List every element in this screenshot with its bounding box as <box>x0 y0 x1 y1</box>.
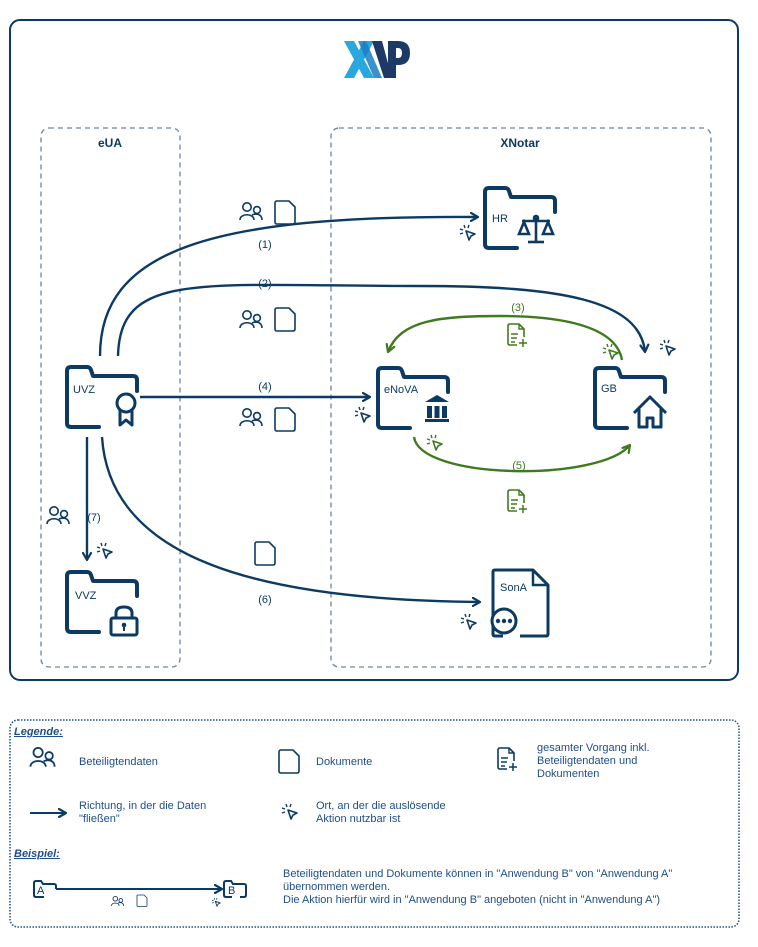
flow-label-5: (5) <box>512 460 525 472</box>
house-icon <box>632 395 668 429</box>
document-icon <box>274 200 296 225</box>
node-label-uvz: UVZ <box>73 384 95 396</box>
legend-text-richtung: Richtung, in der die Daten "fließen" <box>79 800 207 825</box>
scales-icon <box>517 214 555 244</box>
people-icon <box>111 896 124 907</box>
people-icon <box>239 309 263 329</box>
xnp-logo <box>344 41 410 78</box>
node-sona: SonA <box>490 568 550 638</box>
document-icon <box>254 541 276 566</box>
click-cursor-icon <box>459 224 476 241</box>
ellipsis-circle-icon <box>490 607 518 635</box>
legend-text-ort: Ort, an der die auslösende Aktion nutzba… <box>316 800 446 825</box>
document-icon <box>274 407 296 432</box>
document-plus-icon <box>497 747 518 772</box>
flow-label-4: (4) <box>258 381 271 393</box>
node-vvz: VVZ <box>65 570 139 637</box>
flow-label-6: (6) <box>258 594 271 606</box>
document-icon <box>136 894 148 907</box>
click-cursor-icon <box>659 339 676 356</box>
example-diagram: A B <box>33 880 247 907</box>
click-cursor-icon <box>281 803 298 820</box>
document-icon <box>274 307 296 332</box>
flow-label-1: (1) <box>258 239 271 251</box>
flow-arrow-5 <box>412 436 630 473</box>
click-cursor-icon <box>354 406 371 423</box>
node-label-gb: GB <box>601 383 617 395</box>
node-label-enova: eNoVA <box>384 384 419 396</box>
node-gb: GB <box>593 366 668 430</box>
click-cursor-icon <box>211 897 221 907</box>
padlock-icon <box>109 605 139 637</box>
click-cursor-icon <box>426 434 443 451</box>
legend-text-dokumente: Dokumente <box>316 756 373 768</box>
example-description: Beteiligtendaten und Dokumente können in… <box>283 868 673 906</box>
group-title-xnotar: XNotar <box>500 136 540 150</box>
people-icon <box>46 505 70 525</box>
people-icon <box>29 747 56 768</box>
legend-text-vorgang: gesamter Vorgang inkl. Beteiligtendaten … <box>537 742 650 780</box>
bank-building-icon <box>425 395 449 422</box>
node-label-sona: SonA <box>500 582 528 594</box>
flow-label-3: (3) <box>511 302 524 314</box>
people-icon <box>239 407 263 427</box>
certificate-badge-icon <box>115 392 137 427</box>
flow-label-2: (2) <box>258 278 271 290</box>
click-cursor-icon <box>460 613 477 630</box>
node-label-vvz: VVZ <box>75 590 97 602</box>
node-uvz: UVZ <box>65 365 139 429</box>
flow-arrow-3 <box>388 314 624 361</box>
document-plus-icon <box>507 489 528 514</box>
example-node-b: B <box>228 885 235 897</box>
outer-frame <box>9 19 739 681</box>
legend-frame <box>9 719 740 928</box>
node-label-hr: HR <box>492 213 508 225</box>
legend-title: Legende: <box>14 726 63 738</box>
example-node-a: A <box>37 885 45 897</box>
click-cursor-icon <box>96 542 113 559</box>
flow-arrow-6 <box>100 436 480 602</box>
flow-arrow-1 <box>98 217 478 357</box>
node-enova: eNoVA <box>376 366 450 430</box>
legend-text-beteiligtendaten: Beteiligtendaten <box>79 756 158 768</box>
document-plus-icon <box>507 323 528 348</box>
node-hr: HR <box>483 186 557 250</box>
example-title: Beispiel: <box>14 848 60 860</box>
group-title-eua: eUA <box>98 136 122 150</box>
document-icon <box>278 749 300 774</box>
flow-arrow-2 <box>116 283 645 357</box>
people-icon <box>239 202 263 221</box>
flow-label-7: (7) <box>87 512 100 524</box>
